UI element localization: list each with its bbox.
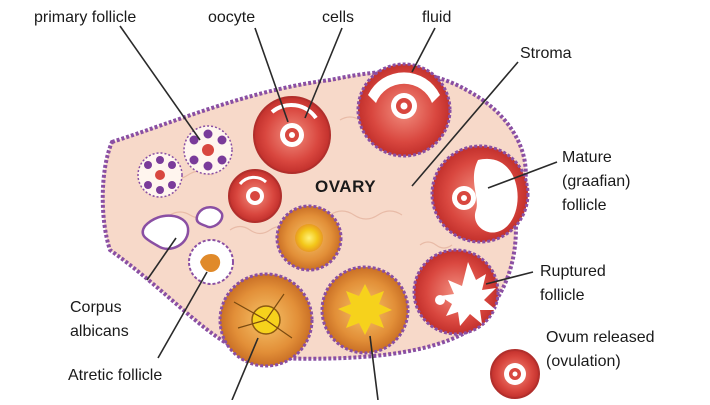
mature-label-1: Mature [562,149,612,166]
primordial-follicle [137,152,183,198]
ruptured-label-1: Ruptured [540,263,606,280]
corpus-luteum-mature [320,265,410,355]
fluid-label: fluid [422,9,451,26]
primary-follicle [183,125,233,175]
corpus-label-2: albicans [70,323,129,340]
leader-lines [119,25,558,401]
ovum-label-2: (ovulation) [546,353,621,370]
corpus-albicans [141,206,224,251]
released-ovum [490,349,540,399]
primary-follicle-label: primary follicle [34,9,136,26]
secondary-follicle-small [228,169,282,223]
developing-corpus-luteum [275,204,343,272]
corpus-luteum-large [218,272,314,368]
graafian-follicle [430,144,530,244]
mature-label-3: follicle [562,197,607,214]
oocyte-label: oocyte [208,9,255,26]
ovum-label-1: Ovum released [546,329,655,346]
atretic-label: Atretic follicle [68,367,162,384]
stroma-label: Stroma [520,45,572,62]
ovary-title: OVARY [315,177,376,196]
mature-label-2: (graafian) [562,173,630,190]
cells-label: cells [322,9,354,26]
atretic-follicle [188,239,234,285]
ruptured-follicle [412,248,500,336]
antral-follicle [356,62,452,158]
ruptured-label-2: follicle [540,287,585,304]
corpus-label-1: Corpus [70,299,122,316]
secondary-follicle-large [253,96,331,174]
